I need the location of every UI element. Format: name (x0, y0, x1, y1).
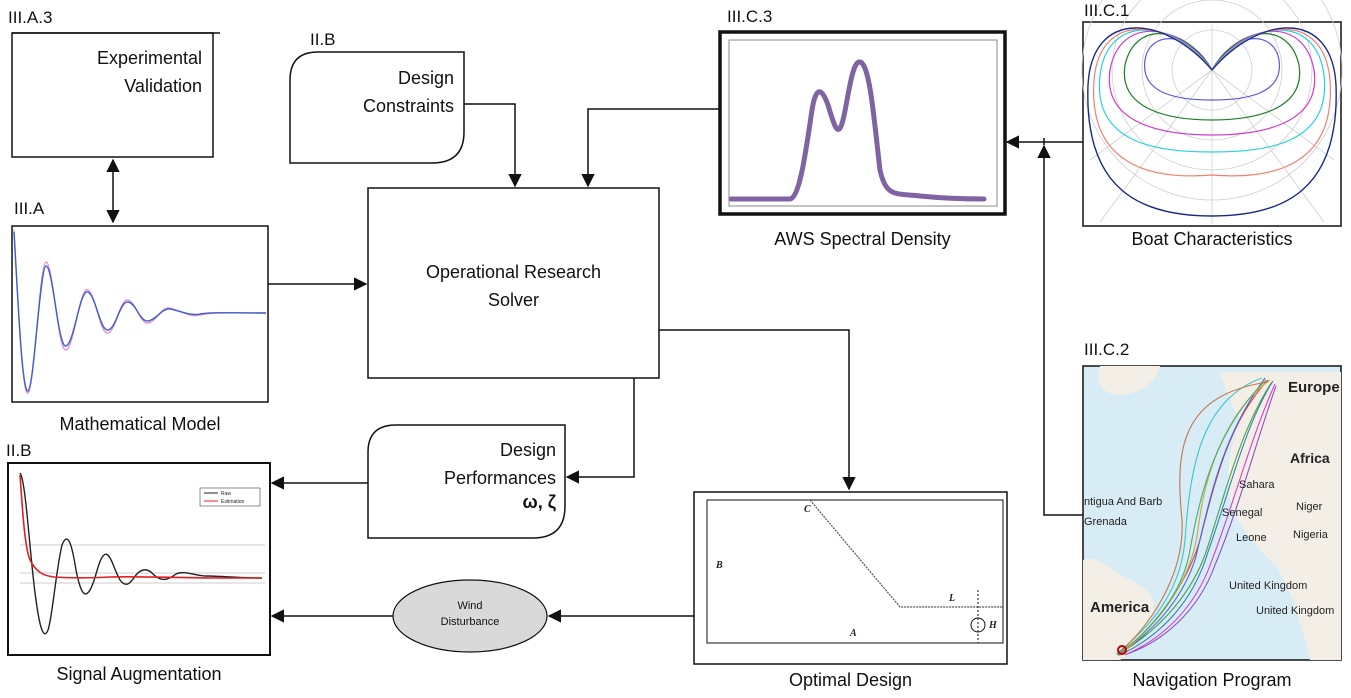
experimental-validation-label: Experimental Validation (20, 44, 202, 100)
raw-signal-curve (19, 472, 263, 635)
signal-augmentation-caption: Signal Augmentation (56, 664, 222, 684)
design-label-l: L (948, 593, 955, 604)
map-label-niger: Niger (1296, 501, 1323, 513)
solver-to-design-arrow (659, 329, 856, 491)
map-label-leone: Leone (1236, 532, 1267, 544)
spectral-to-solver-arrow (581, 108, 720, 188)
design-label-c: C (804, 504, 811, 515)
wind-disturbance-label: Wind Disturbance (400, 598, 540, 630)
design-constraints-line2: Constraints (362, 96, 454, 116)
route-tracks (1115, 377, 1277, 657)
boat-characteristics-tag: III.C.1 (1084, 1, 1130, 20)
aws-spectral-plot (718, 30, 1007, 216)
solver-label: Operational Research Solver (368, 258, 659, 314)
navigation-to-spectral-arrow (1037, 144, 1083, 516)
navigation-program-caption: Navigation Program (1132, 670, 1292, 690)
design-performances-line1: Design (499, 440, 556, 460)
map-label-america: America (1090, 599, 1150, 616)
map-label-antigua: ntigua And Barb (1084, 496, 1162, 508)
land-europe-africa (1220, 372, 1341, 660)
wind-disturbance-line2: Disturbance (440, 616, 500, 628)
boat-characteristics-caption: Boat Characteristics (1131, 229, 1293, 249)
design-label-b: B (715, 560, 723, 571)
design-label-h: H (988, 620, 998, 631)
aws-spectral-tag: III.C.3 (727, 7, 773, 26)
design-label-a: A (849, 628, 857, 639)
map-label-united-kingdom-1: United Kingdom (1229, 580, 1307, 592)
map-label-nigeria: Nigeria (1293, 529, 1329, 541)
estimation-signal-curve (19, 474, 262, 579)
mathematical-model-caption: Mathematical Model (59, 414, 221, 434)
signal-legend-raw: Raw (221, 491, 231, 497)
design-constraints-box (289, 51, 465, 164)
design-constraints-tag: II.B (310, 30, 336, 49)
map-label-united-kingdom-2: United Kingdom (1256, 605, 1334, 617)
signal-augmentation-plot (7, 462, 271, 656)
experimental-validation-line2: Validation (124, 76, 202, 96)
navigation-program-tag: III.C.2 (1084, 340, 1130, 359)
design-constraints-line1: Design (397, 68, 454, 88)
design-performances-box (367, 424, 566, 539)
optimal-design-drawing (693, 491, 1008, 665)
design-profile-line (809, 499, 1003, 608)
design-performances-label: Design Performances ω, ζ (380, 436, 556, 512)
mathematical-model-tag: III.A (14, 199, 45, 218)
spectral-curve (728, 59, 987, 202)
land-america (1083, 559, 1154, 660)
map-label-senegal: Senegal (1222, 507, 1262, 519)
signal-augmentation-tag: II.B (6, 441, 32, 460)
solver-box (367, 187, 660, 379)
aws-spectral-caption: AWS Spectral Density (774, 229, 951, 249)
route-marker (1117, 645, 1127, 655)
experimental-validation-tag: III.A.3 (8, 8, 53, 27)
design-performances-line2: Performances (443, 468, 556, 488)
solver-line2: Solver (487, 290, 540, 310)
map-label-africa: Africa (1290, 450, 1330, 466)
experimental-validation-box (11, 32, 214, 158)
signal-legend-estimation: Estimation (221, 499, 245, 505)
design-hole (970, 617, 986, 633)
solver-to-performances-arrow (565, 378, 635, 484)
land-greenland (1098, 366, 1160, 395)
navigation-map (1082, 365, 1342, 661)
model-measured-curve (13, 231, 267, 392)
boat-polar-plot (1081, 0, 1343, 227)
optimal-design-caption: Optimal Design (788, 670, 913, 690)
wind-disturbance-line1: Wind (457, 600, 483, 612)
design-constraints-label: Design Constraints (300, 64, 454, 120)
map-label-grenada: Grenada (1084, 516, 1128, 528)
solver-line1: Operational Research (425, 262, 602, 282)
map-label-sahara: Sahara (1239, 479, 1275, 491)
constraints-to-solver-arrow (464, 103, 522, 188)
design-performances-line3: ω, ζ (522, 492, 557, 512)
map-label-europe: Europe (1288, 379, 1340, 396)
experimental-validation-line1: Experimental (96, 48, 202, 68)
mathematical-model-plot (11, 225, 269, 403)
